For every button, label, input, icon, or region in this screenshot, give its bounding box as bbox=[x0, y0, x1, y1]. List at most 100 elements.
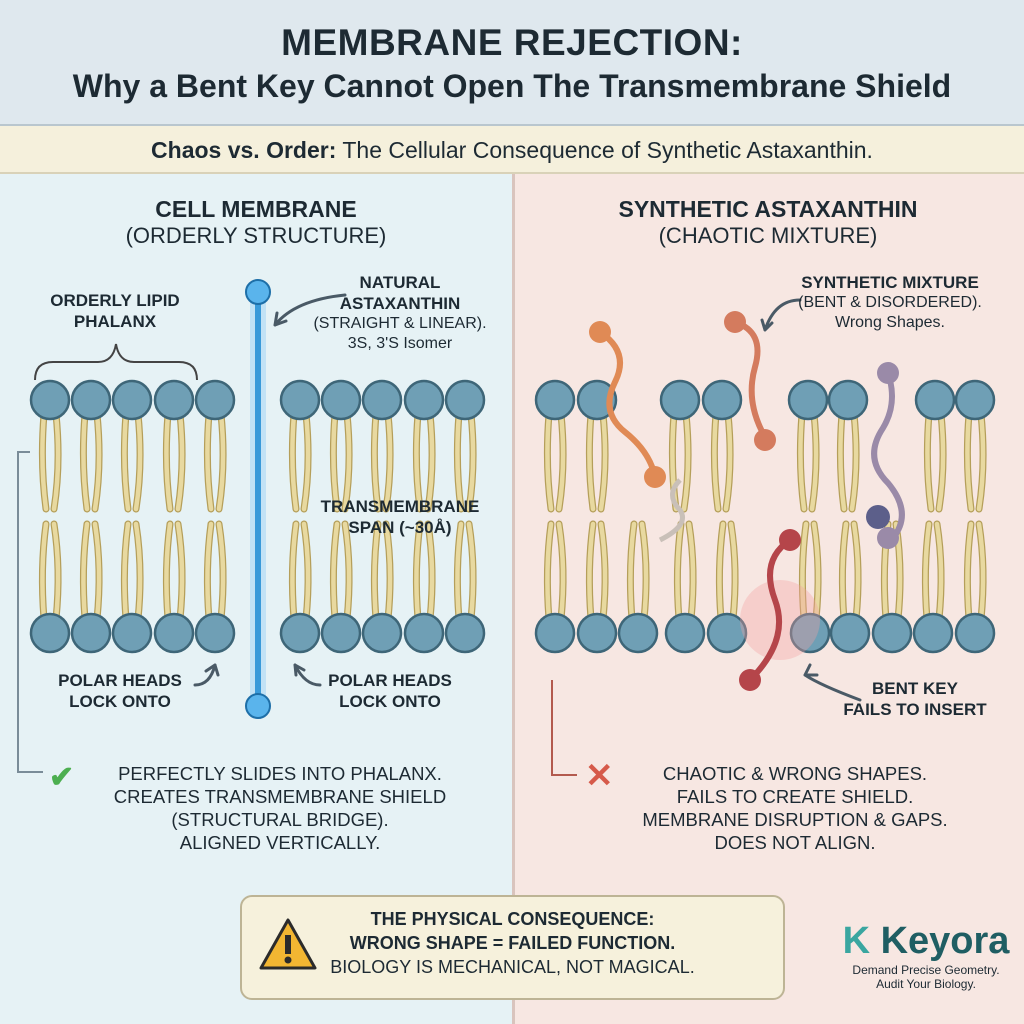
arrow-natural bbox=[273, 293, 347, 327]
tagline-text: The Cellular Consequence of Synthetic As… bbox=[336, 137, 873, 163]
consequence-line3: BIOLOGY IS MECHANICAL, NOT MAGICAL. bbox=[330, 957, 695, 977]
connector-right bbox=[551, 680, 577, 776]
bent-key-molecule-tail bbox=[739, 669, 761, 691]
lipid-tail bbox=[40, 411, 61, 512]
lipid-tail bbox=[838, 411, 859, 512]
right-subtitle: (CHAOTIC MIXTURE) bbox=[658, 223, 878, 248]
lipid-head bbox=[789, 612, 831, 654]
consequence-box: THE PHYSICAL CONSEQUENCE: WRONG SHAPE = … bbox=[240, 895, 785, 1000]
lipid-head bbox=[361, 612, 403, 654]
lipid-head bbox=[659, 379, 701, 421]
lipid-tail bbox=[587, 411, 608, 512]
bent-key-molecule bbox=[747, 537, 793, 683]
lipid-tail bbox=[331, 521, 352, 622]
lipid-tail bbox=[587, 521, 608, 622]
lipid-head bbox=[111, 379, 153, 421]
cross-icon: ✕ bbox=[585, 757, 614, 795]
lipid-tail bbox=[675, 521, 696, 622]
left-panel-heading: CELL MEMBRANE(ORDERLY STRUCTURE) bbox=[0, 196, 512, 249]
lipid-head bbox=[153, 379, 195, 421]
lipid-head bbox=[194, 612, 236, 654]
connector-left bbox=[17, 451, 43, 773]
lipid-tail bbox=[414, 521, 435, 622]
tagline: Chaos vs. Order: The Cellular Consequenc… bbox=[0, 126, 1024, 174]
lipid-head bbox=[320, 379, 362, 421]
lipid-head bbox=[444, 612, 486, 654]
lipid-tail bbox=[164, 521, 185, 622]
right-panel-heading: SYNTHETIC ASTAXANTHIN(CHAOTIC MIXTURE) bbox=[512, 196, 1024, 249]
lipid-head bbox=[361, 379, 403, 421]
lipid-head bbox=[829, 612, 871, 654]
bent-molecule-1-head bbox=[589, 321, 611, 343]
bent-key-molecule-head bbox=[779, 529, 801, 551]
bent-molecule-3 bbox=[871, 370, 905, 541]
arrow-polar-left bbox=[193, 663, 220, 687]
lipid-tail bbox=[965, 521, 986, 622]
lipid-tail bbox=[965, 411, 986, 512]
lipid-tail bbox=[712, 411, 733, 512]
brand-block: K Keyora Demand Precise Geometry. Audit … bbox=[828, 920, 1024, 991]
page-title: MEMBRANE REJECTION: bbox=[281, 22, 743, 63]
lipid-tail bbox=[331, 411, 352, 512]
lipid-head bbox=[320, 612, 362, 654]
bent-molecule-2-head bbox=[724, 311, 746, 333]
lipid-head bbox=[70, 379, 112, 421]
lipid-tail bbox=[455, 411, 476, 512]
bent-molecule-4 bbox=[866, 505, 890, 529]
lipid-tail bbox=[372, 411, 393, 512]
lipid-tail bbox=[800, 521, 821, 622]
lipid-head bbox=[664, 612, 706, 654]
lipid-tail bbox=[840, 521, 861, 622]
bent-molecule-3-tail bbox=[877, 527, 899, 549]
lipid-head bbox=[787, 379, 829, 421]
brand-logo: K Keyora bbox=[842, 920, 1010, 962]
lipid-head bbox=[279, 612, 321, 654]
lipid-head bbox=[29, 612, 71, 654]
lipid-head bbox=[194, 379, 236, 421]
brace bbox=[34, 343, 198, 381]
lipid-head bbox=[403, 612, 445, 654]
lipid-head bbox=[706, 612, 748, 654]
lipid-head bbox=[534, 379, 576, 421]
bent-molecule-1 bbox=[597, 329, 658, 480]
page-subtitle: Why a Bent Key Cannot Open The Transmemb… bbox=[72, 68, 952, 104]
lipid-head bbox=[954, 379, 996, 421]
left-result-text: PERFECTLY SLIDES INTO PHALANX.CREATES TR… bbox=[113, 763, 447, 853]
lipid-head bbox=[111, 612, 153, 654]
lipid-head bbox=[153, 612, 195, 654]
lipid-tail bbox=[122, 521, 143, 622]
tagline-bold: Chaos vs. Order: bbox=[151, 137, 337, 163]
bent-molecule-2-tail bbox=[754, 429, 776, 451]
lipid-tail bbox=[628, 521, 649, 622]
lipid-tail bbox=[205, 411, 226, 512]
brand-tagline-2: Audit Your Biology. bbox=[876, 977, 976, 991]
checkmark-icon: ✔ bbox=[49, 761, 75, 794]
rod-head-bottom bbox=[245, 693, 271, 719]
right-result-text: CHAOTIC & WRONG SHAPES.FAILS TO CREATE S… bbox=[642, 763, 948, 853]
lipid-head bbox=[403, 379, 445, 421]
lipid-tail bbox=[290, 411, 311, 512]
disrupted-lipid bbox=[658, 478, 685, 543]
lipid-tail bbox=[545, 521, 566, 622]
lipid-head bbox=[954, 612, 996, 654]
lipid-tail bbox=[205, 521, 226, 622]
left-title: CELL MEMBRANE bbox=[155, 196, 357, 222]
bent-molecule-3-head bbox=[877, 362, 899, 384]
lipid-head bbox=[617, 612, 659, 654]
lipid-tail bbox=[40, 521, 61, 622]
lipid-head bbox=[576, 379, 618, 421]
lipid-tail bbox=[81, 521, 102, 622]
lipid-tail bbox=[455, 521, 476, 622]
warning-icon bbox=[259, 918, 317, 970]
header: MEMBRANE REJECTION: Why a Bent Key Canno… bbox=[0, 0, 1024, 126]
lipid-tail bbox=[372, 521, 393, 622]
lipid-tail bbox=[414, 411, 435, 512]
brand-tagline-1: Demand Precise Geometry. bbox=[852, 963, 1000, 977]
bent-molecule-2 bbox=[732, 319, 768, 440]
